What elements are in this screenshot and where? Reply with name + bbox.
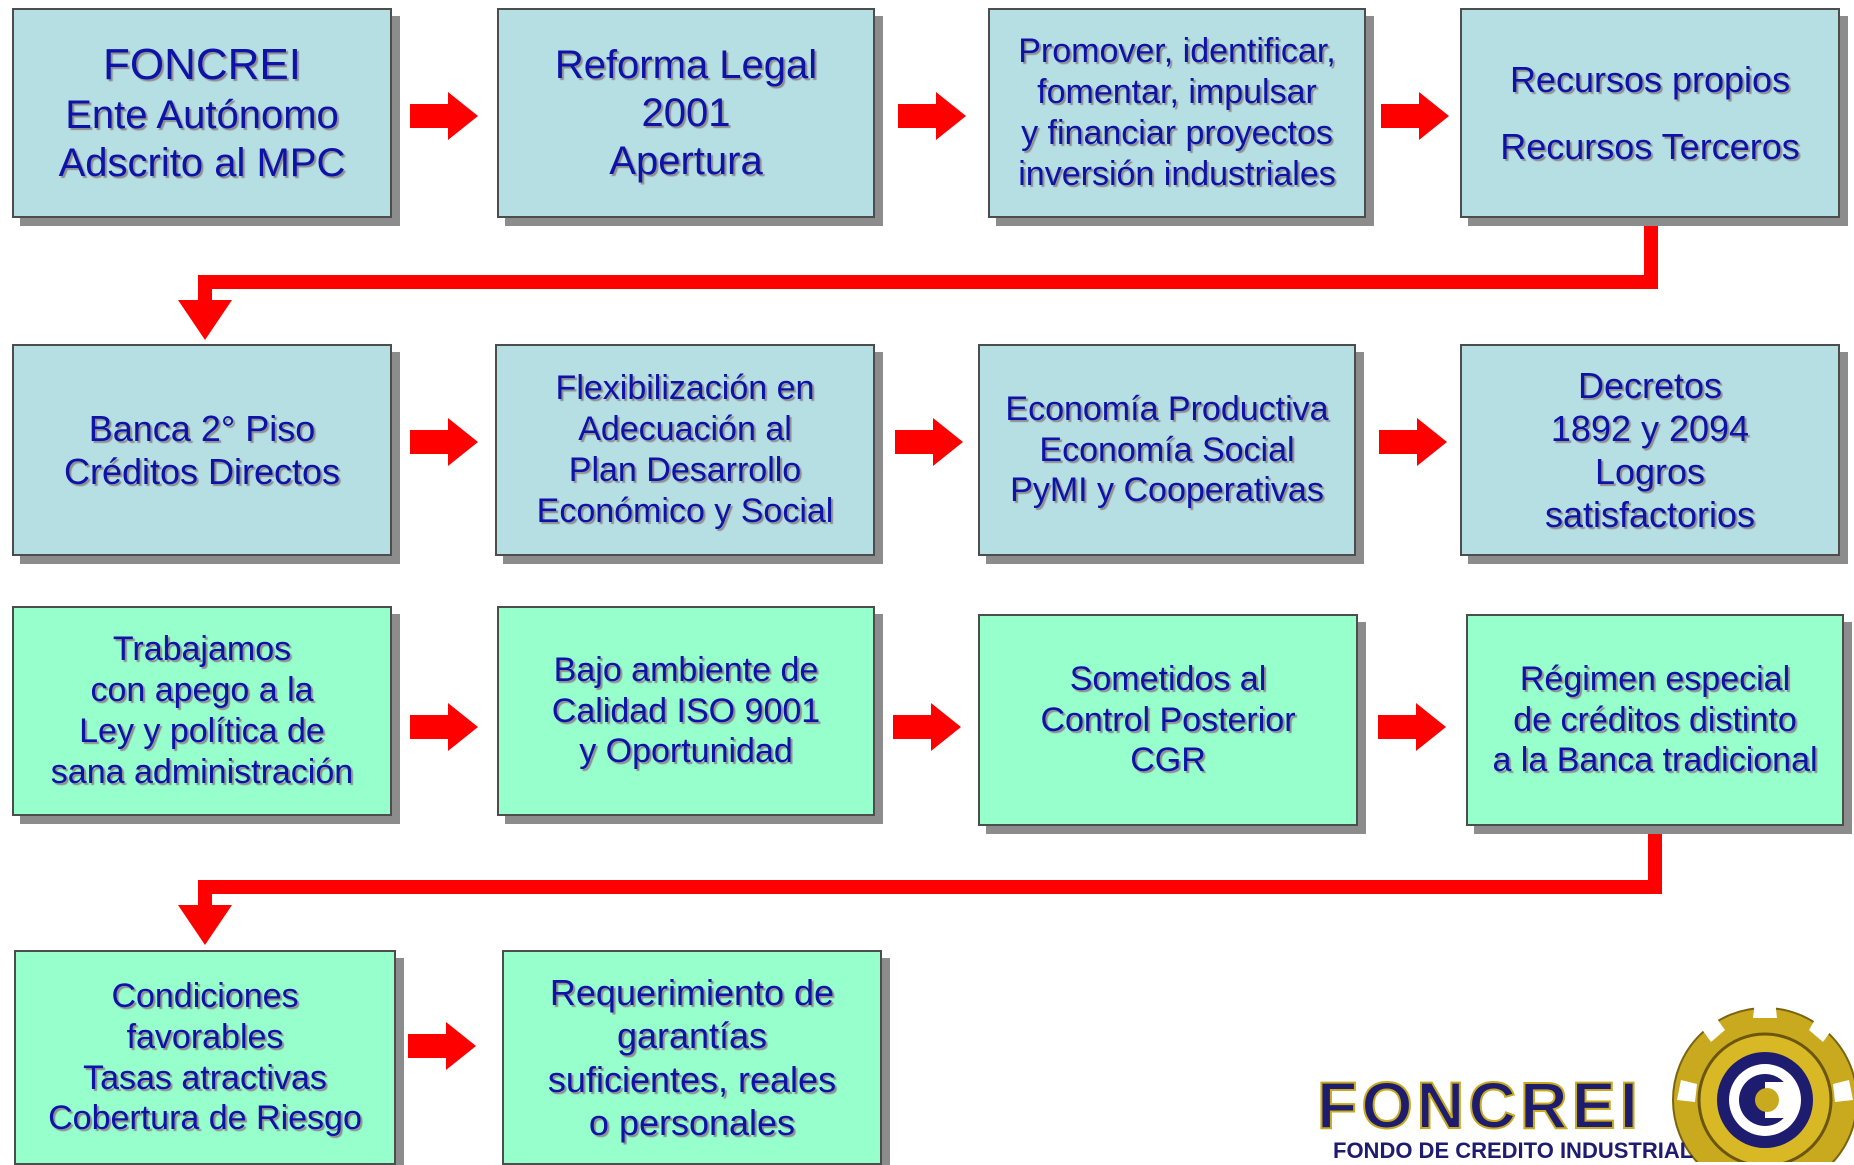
step-text-line: Créditos Directos [63, 451, 341, 492]
right-arrow-icon [408, 1022, 476, 1070]
step-text-line: Bajo ambiente de [553, 650, 819, 689]
svg-text:FONCREI: FONCREI [1317, 1068, 1642, 1142]
step-economia: Economía Productiva Economía Social PyMI… [978, 344, 1356, 556]
step-text-line: Requerimiento de [549, 972, 835, 1014]
foncrei-logo: FONCREI FONDO DE CREDITO INDUSTRIAL [1316, 1000, 1854, 1162]
step-text-line: Apertura [609, 139, 763, 183]
step-banca-segundo-piso: Banca 2° Piso Créditos Directos [12, 344, 392, 556]
step-text-line: Banca 2° Piso [88, 407, 316, 449]
step-text-line: satisfactorios [1544, 494, 1756, 536]
step-text-line: Economía Productiva [1005, 389, 1329, 428]
step-text-line: Económico y Social [536, 491, 834, 530]
right-arrow-icon [895, 418, 963, 466]
step-text-line: Ley y política de [79, 712, 325, 750]
step-text-line: y Oportunidad [579, 732, 793, 771]
step-text-line: Sometidos al [1069, 659, 1267, 698]
step-text-line: Adecuación al [578, 410, 792, 449]
step-text-line: Calidad ISO 9001 [551, 691, 821, 730]
step-calidad-iso: Bajo ambiente de Calidad ISO 9001 y Opor… [497, 606, 875, 816]
step-flexibilizacion: Flexibilización en Adecuación al Plan De… [495, 344, 875, 556]
right-arrow-icon [410, 418, 478, 466]
step-text-line: con apego a la [90, 671, 314, 710]
step-text-line: Trabajamos [112, 630, 292, 669]
gear-emblem-icon [1672, 1000, 1854, 1162]
step-text-line: Flexibilización en [555, 369, 815, 408]
step-text-line: Economía Social [1039, 430, 1295, 469]
right-arrow-icon [410, 92, 478, 140]
step-text-line: Adscrito al MPC [58, 141, 346, 186]
step-text-line: y financiar proyectos [1021, 114, 1333, 152]
step-text-line: fomentar, impulsar [1037, 73, 1317, 112]
step-text-line: sana administración [50, 752, 354, 791]
step-text-line: Ente Autónomo [65, 93, 339, 138]
step-regimen-especial: Régimen especial de créditos distinto a … [1466, 614, 1844, 826]
right-arrow-icon [410, 703, 478, 751]
step-text-line: 2001 [641, 91, 731, 135]
step-recursos: Recursos propios Recursos Terceros [1460, 8, 1840, 218]
step-text-line: o personales [588, 1101, 796, 1143]
step-text-line: Decretos [1577, 364, 1723, 406]
step-reforma-legal: Reforma Legal 2001 Apertura [497, 8, 875, 218]
step-condiciones: Condiciones favorables Tasas atractivas … [14, 950, 396, 1165]
step-text-line: 1892 y 2094 [1550, 407, 1750, 449]
step-text-line: Plan Desarrollo [568, 451, 802, 489]
connector-row1-row2 [178, 221, 1658, 340]
step-foncrei-ente: FONCREI Ente Autónomo Adscrito al MPC [12, 8, 392, 218]
step-text-line: Control Posterior [1040, 700, 1296, 739]
step-trabajamos: Trabajamos con apego a la Ley y política… [12, 606, 392, 816]
step-text-line: Reforma Legal [554, 43, 818, 87]
step-garantias: Requerimiento de garantías suficientes, … [502, 950, 882, 1165]
connector-row3-row4 [178, 826, 1662, 945]
svg-text:FONDO DE CREDITO INDUSTRIAL: FONDO DE CREDITO INDUSTRIAL [1333, 1138, 1693, 1162]
step-text-line: a la Banca tradicional [1492, 741, 1818, 780]
step-text-line: Logros [1594, 451, 1706, 492]
right-arrow-icon [1381, 92, 1449, 140]
step-text-line: FONCREI [103, 39, 301, 89]
step-text-line: PyMI y Cooperativas [1010, 471, 1324, 510]
right-arrow-icon [1378, 703, 1446, 751]
step-text-line: CGR [1130, 741, 1206, 780]
step-text-line: suficientes, reales [547, 1058, 837, 1100]
step-control-posterior: Sometidos al Control Posterior CGR [978, 614, 1358, 826]
step-text-line: garantías [616, 1015, 768, 1057]
right-arrow-icon [1379, 418, 1447, 466]
step-text-line: favorables [126, 1017, 284, 1056]
step-text-line: Tasas atractivas [83, 1058, 327, 1097]
step-text-line: Recursos propios [1509, 58, 1791, 100]
step-promover: Promover, identificar, fomentar, impulsa… [988, 8, 1366, 218]
step-text-line: Régimen especial [1519, 659, 1791, 698]
step-decretos: Decretos 1892 y 2094 Logros satisfactori… [1460, 344, 1840, 556]
step-text-line: de créditos distinto [1513, 700, 1797, 739]
right-arrow-icon [898, 92, 966, 140]
right-arrow-icon [893, 703, 961, 751]
step-text-line: Recursos Terceros [1500, 126, 1800, 167]
step-text-line: Promover, identificar, [1018, 32, 1336, 71]
step-text-line: inversión industriales [1018, 154, 1336, 193]
step-text-line: Condiciones [111, 976, 299, 1015]
logo-wordmark: FONCREI FONDO DE CREDITO INDUSTRIAL [1316, 1067, 1693, 1162]
step-text-line: Cobertura de Riesgo [48, 1099, 362, 1138]
